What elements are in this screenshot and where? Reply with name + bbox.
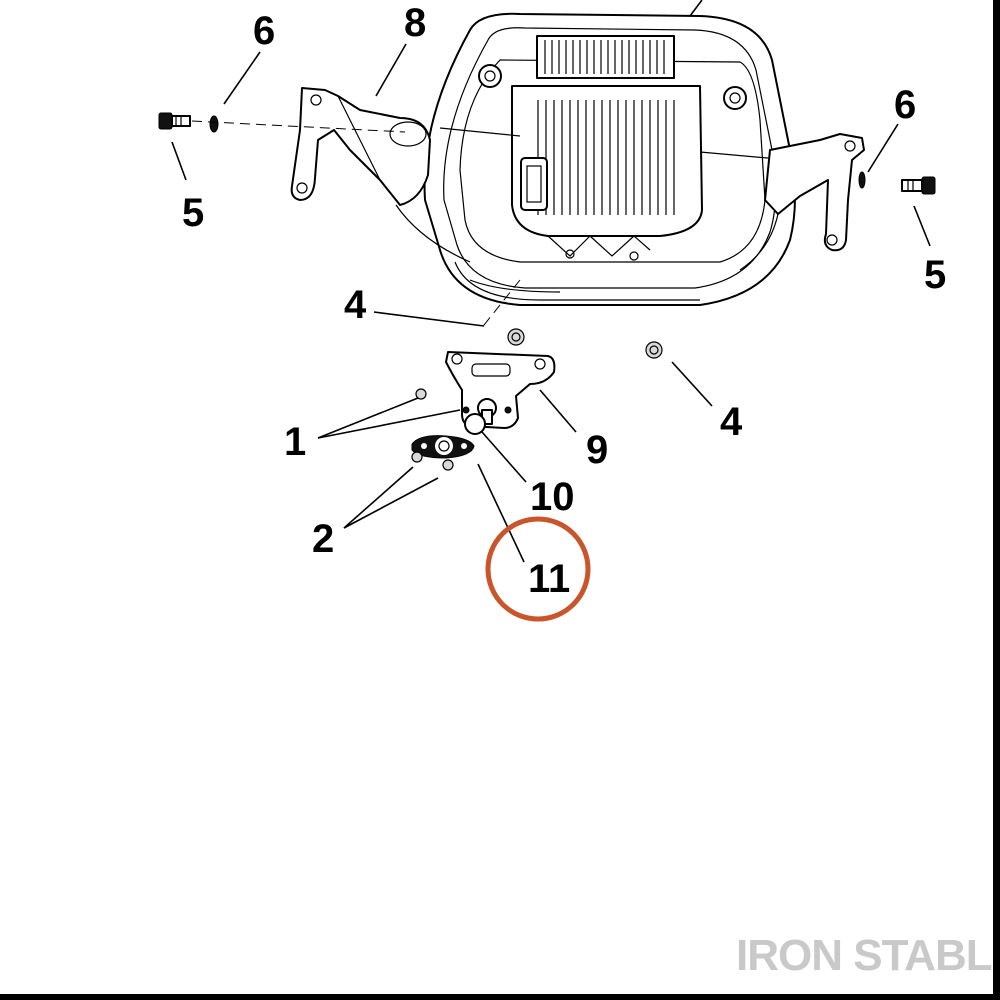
right-washer xyxy=(858,171,866,189)
watermark-text: IRON STABLE xyxy=(736,931,1000,980)
callout-labels: 6 8 5 6 5 4 4 1 9 10 2 11 xyxy=(182,1,946,601)
small-screw-1 xyxy=(415,388,427,400)
callout-6-right: 6 xyxy=(894,83,916,127)
frame-border-right xyxy=(993,0,1000,1000)
callout-11: 11 xyxy=(528,557,570,601)
callout-4-right: 4 xyxy=(720,400,743,444)
callout-10: 10 xyxy=(530,475,575,519)
frame-border-bottom xyxy=(0,994,1000,1000)
callout-6-left: 6 xyxy=(253,9,275,53)
callout-5-right: 5 xyxy=(924,253,946,297)
left-bolt xyxy=(158,112,191,130)
callout-5-left: 5 xyxy=(182,191,204,235)
highlight-circle xyxy=(485,516,591,622)
callout-2: 2 xyxy=(312,517,334,561)
mount-plate xyxy=(445,351,556,429)
callout-9: 9 xyxy=(586,428,608,472)
left-washer xyxy=(209,115,219,133)
callout-4-left: 4 xyxy=(344,283,367,327)
screw-left xyxy=(507,328,525,346)
fairing-housing xyxy=(290,12,865,306)
module-fins xyxy=(537,100,675,215)
right-bolt xyxy=(901,176,936,195)
base-plate xyxy=(411,435,475,459)
callout-8: 8 xyxy=(404,1,426,45)
ball-joint xyxy=(464,398,497,435)
small-screw-2b xyxy=(442,459,454,471)
top-fins xyxy=(544,40,665,74)
leader-lines xyxy=(171,0,931,563)
callout-1: 1 xyxy=(284,420,306,464)
small-screw-2a xyxy=(411,451,423,463)
screw-right xyxy=(645,341,663,359)
